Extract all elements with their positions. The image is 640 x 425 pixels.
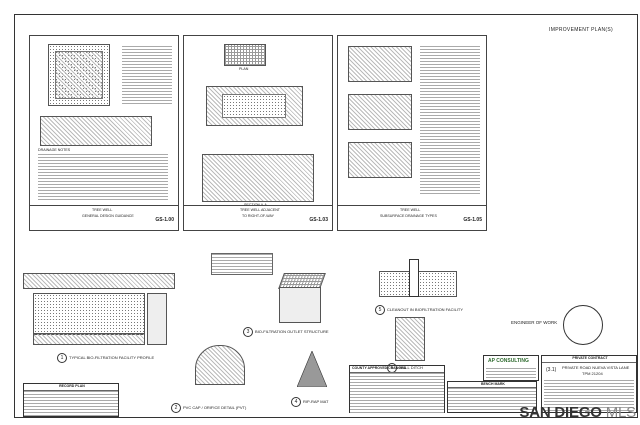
engineer-seal (563, 305, 603, 345)
detail-4-label: RIP-RAP MAT (303, 399, 329, 405)
detail-3-num: 3 (243, 327, 253, 337)
county-changes-table: COUNTY APPROVED CHANGES (349, 365, 445, 413)
detail-2-num: 2 (171, 403, 181, 413)
record-plan-rows (24, 391, 118, 417)
detail-2-label: PVC CAP / ORIFICE DETAIL (PVT) (183, 405, 247, 411)
sheet-header: IMPROVEMENT PLAN(S) (549, 27, 613, 33)
project-title: PRIVATE ROAD NUEVA VISTA LANE (562, 365, 630, 370)
grate-detail-2 (224, 44, 266, 66)
tree-well-panel-3: TREE WELL SUBSURFACE DRAINAGE TYPES GS-1… (337, 35, 487, 231)
panel-2-code: GS-1.03 (309, 217, 328, 223)
panel-3-subtitle: SUBSURFACE DRAINAGE TYPES (380, 214, 437, 218)
engineer-of-work: ENGINEER OF WORK (511, 320, 558, 325)
subsurface-b (348, 94, 412, 130)
subsurface-c (348, 142, 412, 178)
detail-4-drawing (296, 350, 328, 388)
county-changes-header: COUNTY APPROVED CHANGES (350, 366, 444, 373)
panel-1-title: TREE WELL (92, 208, 113, 212)
panel-1-code: GS-1.00 (155, 217, 174, 223)
detail-4-num: 4 (291, 397, 301, 407)
panel-2-title: TREE WELL ADJACENT (240, 208, 281, 212)
rip-rap-shape (296, 350, 328, 388)
panel-titleblock-2: TREE WELL ADJACENT TO RIGHT-OF-WAY GS-1.… (184, 205, 332, 230)
plan-label-2: PLAN (239, 67, 249, 71)
plan-fill-2 (222, 94, 286, 118)
detail-3-table (211, 253, 273, 275)
panel-3-code: GS-1.05 (463, 217, 482, 223)
drainage-notes-label: DRAINAGE NOTES (38, 148, 71, 152)
detail-1-num: 1 (57, 353, 67, 363)
notes-block-1 (38, 154, 168, 202)
sheet-ref: (3.1) (546, 367, 557, 373)
project-title-block: PRIVATE CONTRACT (3.1) PRIVATE ROAD NUEV… (541, 355, 637, 413)
detail-5-num: 5 (375, 305, 385, 315)
record-plan-block: RECORD PLAN (23, 383, 119, 417)
panel-titleblock-1: TREE WELL GENERAL DESIGN GUIDANCE GS-1.0… (30, 205, 178, 230)
panel-titleblock-3: TREE WELL SUBSURFACE DRAINAGE TYPES GS-1… (338, 205, 486, 230)
detail-3-label: BIO-FILTRATION OUTLET STRUCTURE (255, 329, 329, 335)
section-1 (40, 116, 152, 146)
watermark-text: SAN DIEGO (519, 404, 602, 421)
bench-mark-block: BENCH MARK (447, 381, 537, 413)
county-changes-rows (350, 373, 444, 413)
consulting-name: AP CONSULTING (488, 358, 529, 364)
bench-mark-text (448, 388, 536, 412)
record-plan-label: RECORD PLAN (24, 384, 118, 391)
profile-outlet (147, 293, 167, 345)
detail-6-drawing (395, 317, 425, 361)
tpm-number: TPM 21204 (582, 371, 603, 376)
outlet-box (279, 287, 321, 323)
detail-3-drawing (271, 273, 331, 323)
watermark-suffix: MLS (605, 404, 636, 421)
consulting-block: AP CONSULTING (483, 355, 539, 381)
bench-mark-label: BENCH MARK (448, 382, 536, 388)
section-2 (202, 154, 314, 202)
tree-well-panel-1: DRAINAGE NOTES TREE WELL GENERAL DESIGN … (29, 35, 179, 231)
title-block-rows (544, 380, 634, 412)
side-notes-1 (122, 46, 172, 106)
detail-5-label: CLEANOUT IN BIOFILTRATION FACILITY (387, 307, 464, 313)
detail-1-label: TYPICAL BIO-FILTRATION FACILITY PROFILE (69, 355, 155, 361)
panel-1-subtitle: GENERAL DESIGN GUIDANCE (82, 214, 134, 218)
consulting-address (486, 368, 536, 380)
notes-col-3 (420, 46, 480, 196)
watermark-logo: SAN DIEGO MLS (519, 404, 636, 421)
profile-media (33, 293, 145, 335)
subsurface-a (348, 46, 412, 82)
profile-top-layer (23, 273, 175, 289)
detail-1-drawing (23, 263, 175, 353)
panel-3-title: TREE WELL (400, 208, 421, 212)
detail-2-drawing (195, 345, 245, 385)
panel-2-subtitle: TO RIGHT-OF-WAY (242, 214, 275, 218)
detail-6-label: WALL DITCH (399, 365, 423, 371)
tree-well-panel-2: PLAN SECTION A-A TREE WELL ADJACENT TO R… (183, 35, 333, 231)
drawing-sheet: IMPROVEMENT PLAN(S) DRAINAGE NOTES TREE … (14, 14, 638, 418)
profile-gravel (33, 333, 145, 345)
private-contract: PRIVATE CONTRACT (542, 356, 636, 363)
detail-5-drawing (379, 259, 459, 299)
cleanout-pipe (409, 259, 419, 297)
plan-outline-1 (55, 51, 103, 99)
